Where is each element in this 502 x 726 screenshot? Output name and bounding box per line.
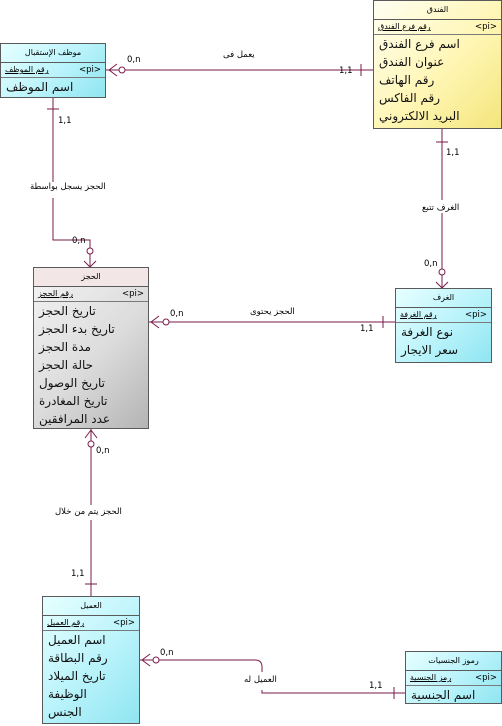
pi-tag: <pi>: [474, 673, 497, 683]
primary-key: رقم الحجز: [38, 289, 73, 298]
entity-reception-employee[interactable]: موظف الإستقبال رقم الموظف <pi> اسم الموظ…: [0, 43, 106, 98]
attribute: نوع الغرفة: [401, 325, 454, 339]
attribute: مدة الحجز: [39, 340, 91, 354]
entity-title: العميل: [43, 597, 139, 616]
attribute: تاريخ الميلاد: [48, 669, 106, 683]
primary-key-row: رقم الغرفة <pi>: [396, 308, 491, 323]
pi-tag: <pi>: [78, 65, 101, 75]
rel-label-rooms-belong: الغرف تتبع: [422, 203, 460, 213]
entity-customer[interactable]: العميل رقم العميل <pi> اسم العميل رقم ال…: [42, 596, 140, 724]
primary-key: رقم الموظف: [5, 65, 49, 74]
primary-key-row: رقم الحجز <pi>: [34, 287, 148, 302]
card-registered-by-b: 0,n: [72, 236, 86, 246]
primary-key: رقم الغرفة: [400, 310, 437, 319]
card-registered-by-a: 1,1: [58, 116, 72, 126]
card-booking-contains-a: 0,n: [170, 309, 184, 319]
primary-key: رمز الجنسية: [410, 673, 452, 682]
primary-key-row: رقم فرع الفندق <pi>: [374, 20, 501, 35]
entity-title: موظف الإستقبال: [1, 44, 105, 63]
card-works-in-a: 0,n: [127, 55, 141, 65]
attribute: الوظيفة: [48, 687, 87, 701]
attribute: تاريخ الوصول: [39, 376, 105, 390]
attribute: اسم العميل: [48, 633, 106, 647]
rel-label-works-in: يعمل فى: [223, 50, 255, 60]
entity-booking[interactable]: الحجز رقم الحجز <pi> تاريخ الحجز تاريخ ب…: [33, 267, 149, 429]
card-customer-has-a: 0,n: [160, 648, 174, 658]
attribute: حالة الحجز: [39, 358, 94, 372]
primary-key-row: رمز الجنسية <pi>: [406, 671, 501, 686]
attribute: تاريخ المغادرة: [39, 394, 108, 408]
attribute: رقم البطاقة: [48, 651, 108, 665]
entity-rooms[interactable]: الغرف رقم الغرفة <pi> نوع الغرفة سعر الا…: [395, 288, 492, 363]
attribute: الجنس: [48, 705, 82, 719]
attribute: اسم الجنسية: [411, 688, 476, 702]
card-customer-has-b: 1,1: [369, 681, 383, 691]
attribute: تاريخ بدء الحجز: [39, 322, 115, 336]
entity-hotel[interactable]: الفندق رقم فرع الفندق <pi> اسم فرع الفند…: [373, 0, 502, 129]
attribute: تاريخ الحجز: [39, 304, 96, 318]
entity-title: رموز الجنسيات: [406, 652, 501, 671]
rel-label-booking-through: الحجز يتم من خلال: [55, 507, 122, 517]
primary-key: رقم فرع الفندق: [378, 22, 431, 31]
attribute: البريد الالكتروني: [379, 109, 460, 123]
pi-tag: <pi>: [112, 618, 135, 628]
card-rooms-belong-a: 1,1: [446, 148, 460, 158]
pi-tag: <pi>: [464, 310, 487, 320]
attribute: سعر الايجار: [401, 343, 458, 357]
entity-title: الغرف: [396, 289, 491, 308]
entity-title: الفندق: [374, 1, 501, 20]
primary-key: رقم العميل: [47, 618, 85, 627]
card-works-in-b: 1,1: [339, 66, 353, 76]
primary-key-row: رقم الموظف <pi>: [1, 63, 105, 78]
entity-title: الحجز: [34, 268, 148, 287]
card-booking-contains-b: 1,1: [360, 324, 374, 334]
attribute: رقم الهاتف: [379, 73, 435, 87]
attribute: عنوان الفندق: [379, 55, 445, 69]
attribute: رقم الفاكس: [379, 91, 441, 105]
attribute: عدد المرافقين: [39, 412, 111, 426]
card-booking-through-a: 0,n: [96, 446, 110, 456]
rel-label-registered-by: الحجز يسجل بواسطة: [30, 182, 106, 192]
primary-key-row: رقم العميل <pi>: [43, 616, 139, 631]
card-rooms-belong-b: 0,n: [424, 259, 438, 269]
rel-label-customer-has: العميل له: [244, 675, 277, 685]
pi-tag: <pi>: [121, 289, 144, 299]
card-booking-through-b: 1,1: [71, 569, 85, 579]
rel-label-booking-contains: الحجز يحتوى: [250, 307, 295, 317]
attribute: اسم فرع الفندق: [379, 37, 460, 51]
pi-tag: <pi>: [474, 22, 497, 32]
link-customer-has: [140, 659, 405, 694]
attribute: اسم الموظف: [6, 80, 74, 94]
entity-nationality-codes[interactable]: رموز الجنسيات رمز الجنسية <pi> اسم الجنس…: [405, 651, 502, 704]
